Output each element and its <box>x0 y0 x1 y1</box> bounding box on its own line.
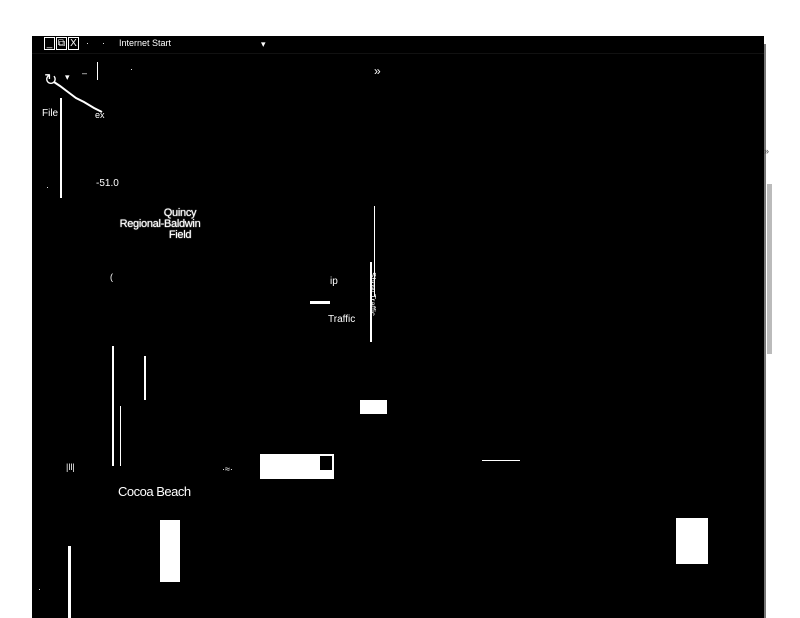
right-edge-chevron[interactable]: » <box>764 146 770 156</box>
map-small-mark-2: ·≈· <box>222 464 233 474</box>
map-center-road <box>374 206 375 296</box>
separator-icon: – <box>82 68 88 78</box>
forward-icon[interactable]: · <box>102 38 105 48</box>
window-title: Internet Start <box>119 38 172 48</box>
map-river-mark: ( <box>110 272 113 282</box>
restore-button[interactable]: ⧉ <box>56 37 67 50</box>
toolbar-divider <box>32 53 764 54</box>
map-road-line <box>53 81 103 113</box>
zoom-readout: -51.0 <box>96 178 119 189</box>
ex-fragment: ex <box>95 110 105 120</box>
chevron-down-icon[interactable]: ▾ <box>261 39 266 49</box>
toolbar-separator <box>97 62 98 80</box>
right-scroll-edge[interactable] <box>764 44 774 618</box>
map-scale-line <box>482 460 520 461</box>
back-icon[interactable]: · <box>86 38 89 48</box>
refresh-icon[interactable]: ↻ <box>44 72 58 89</box>
traffic-panel-edge <box>370 262 372 342</box>
scale-marker <box>360 400 387 414</box>
traffic-label[interactable]: Traffic <box>328 314 356 325</box>
map-lower-road-2 <box>144 356 146 400</box>
scrollbar-thumb[interactable] <box>767 184 772 354</box>
toolbar-overflow-chevron[interactable]: » <box>374 64 381 78</box>
airport-label: Quincy Regional-Baldwin Field <box>119 207 201 241</box>
menu-file[interactable]: File <box>42 108 59 119</box>
map-bottom-mark: · <box>38 584 41 594</box>
map-panel-left <box>160 520 180 582</box>
browser-window: _ ⧉ X · · Internet Start ▾ ↻ ▾ – · » Fil… <box>32 36 764 618</box>
map-lower-road-3 <box>120 406 121 466</box>
map-marker-dot: · <box>46 182 49 192</box>
minimize-button[interactable]: _ <box>44 37 55 50</box>
dropdown-arrow-icon[interactable]: ▾ <box>65 72 70 82</box>
map-label-fragment: ip <box>330 276 338 287</box>
info-box-icon <box>320 456 332 470</box>
map-vertical-road <box>60 98 62 198</box>
map-lower-road <box>112 346 114 466</box>
map-panel-right <box>676 518 708 564</box>
toolbar-dot: · <box>130 64 133 74</box>
city-label: Cocoa Beach <box>118 484 191 499</box>
traffic-icon[interactable]: ▬▬ <box>310 296 330 307</box>
map-small-mark: |ll| <box>66 462 75 472</box>
show-traffic-side-label[interactable]: Show Traffic <box>368 272 377 316</box>
title-bar: _ ⧉ X · · Internet Start ▾ <box>32 36 764 52</box>
close-button[interactable]: X <box>68 37 79 50</box>
scrollbar-track[interactable] <box>68 546 71 618</box>
